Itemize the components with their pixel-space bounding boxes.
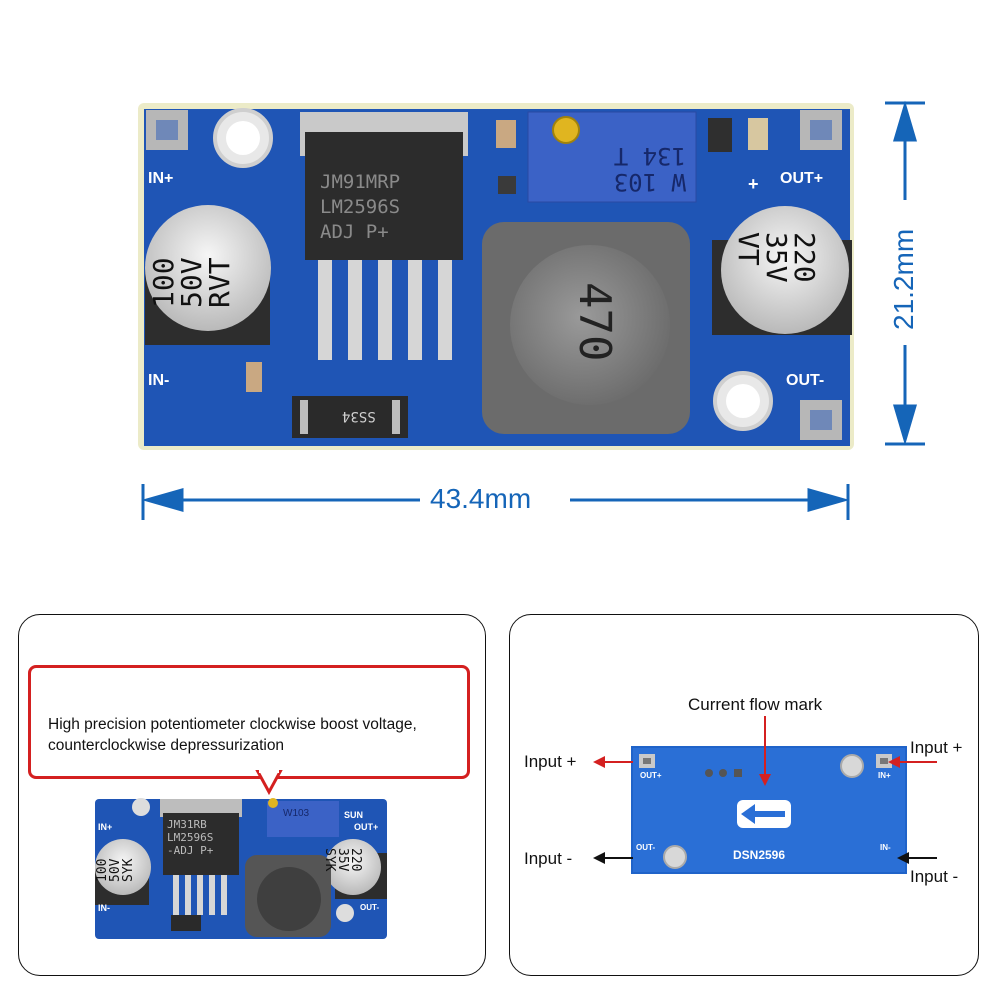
cap-left-line1: 100	[147, 257, 180, 308]
left-board-in-minus: IN-	[98, 903, 110, 913]
ic-marking-line2: LM2596S	[320, 196, 401, 218]
left-cap-right-2: 35V	[335, 848, 350, 872]
cap-left-marking: 100 50V RVT	[147, 257, 236, 308]
inductor	[510, 245, 670, 405]
left-cap-right-1: 220	[348, 848, 363, 872]
label-in-minus: IN-	[148, 372, 170, 389]
right-board-illustration	[593, 716, 937, 874]
left-board-in-plus: IN+	[98, 822, 113, 832]
label-plus-sign: +	[748, 174, 759, 194]
current-flow-label: Current flow mark	[688, 695, 823, 714]
label-in-plus: IN+	[148, 170, 174, 187]
left-ic-line2: LM2596S	[167, 831, 214, 844]
dimension-width-label: 43.4mm	[430, 483, 532, 514]
inductor-marking: 470	[569, 282, 620, 362]
label-out-minus: OUT-	[786, 372, 825, 389]
diode-marking: SS34	[342, 408, 376, 424]
label-out-plus: OUT+	[780, 170, 824, 187]
left-board-out-minus: OUT-	[360, 903, 380, 912]
left-board-cap-left: 100 50V SYK	[95, 858, 136, 882]
cap-left-line3: RVT	[203, 257, 236, 308]
left-ic-line1: JM31RB	[167, 818, 207, 831]
top-board-illustration	[138, 100, 925, 520]
ic-marking-line1: JM91MRP	[320, 171, 401, 193]
left-board-cap-right: 220 35V SYK	[322, 848, 363, 872]
left-ic-line3: -ADJ P+	[167, 844, 214, 857]
left-cap-right-3: SYK	[322, 848, 337, 872]
left-board-ic-marking: JM31RB LM2596S -ADJ P+	[167, 818, 213, 857]
back-board-out-minus: OUT-	[636, 843, 656, 852]
ic-body	[305, 132, 463, 260]
dimension-height-label: 21.2mm	[888, 228, 919, 330]
left-cap-left-3: SYK	[121, 858, 136, 882]
back-board-in-plus: IN+	[878, 771, 891, 780]
pot-line2: 134 T	[613, 142, 686, 170]
note-text: High precision potentiometer clockwise b…	[48, 716, 417, 754]
capacitor-right	[721, 206, 849, 334]
back-board-in-minus: IN-	[880, 843, 891, 852]
input-plus-right-label: Input +	[910, 738, 963, 757]
left-board-pot: W103	[283, 808, 310, 819]
back-board-model: DSN2596	[733, 848, 786, 862]
cap-right-line2: 35V	[760, 232, 793, 283]
cap-right-line3: VT	[732, 232, 765, 266]
input-plus-left-label: Input +	[524, 752, 577, 771]
left-board-illustration	[95, 798, 387, 939]
back-board-out-plus: OUT+	[640, 771, 662, 780]
cap-right-line1: 220	[788, 232, 821, 283]
input-minus-right-label: Input -	[910, 867, 959, 886]
cap-right-marking: 220 35V VT	[732, 232, 821, 283]
ic-marking-line3: ADJ P+	[320, 221, 389, 243]
dimension-height-line	[885, 100, 925, 446]
input-minus-left-label: Input -	[524, 849, 573, 868]
dimension-width-line	[141, 484, 850, 520]
cap-left-line2: 50V	[175, 257, 208, 308]
ic-marking: JM91MRP LM2596S ADJ P+	[320, 170, 460, 245]
note-box	[28, 665, 470, 779]
left-board-out-plus: OUT+	[354, 822, 379, 832]
diode	[292, 396, 408, 438]
left-board-sun: SUN	[344, 810, 364, 820]
pot-marking: W 103 134 T	[613, 142, 686, 196]
pot-line1: W 103	[613, 168, 686, 196]
capacitor-left	[145, 205, 271, 331]
note-pointer	[255, 770, 283, 796]
